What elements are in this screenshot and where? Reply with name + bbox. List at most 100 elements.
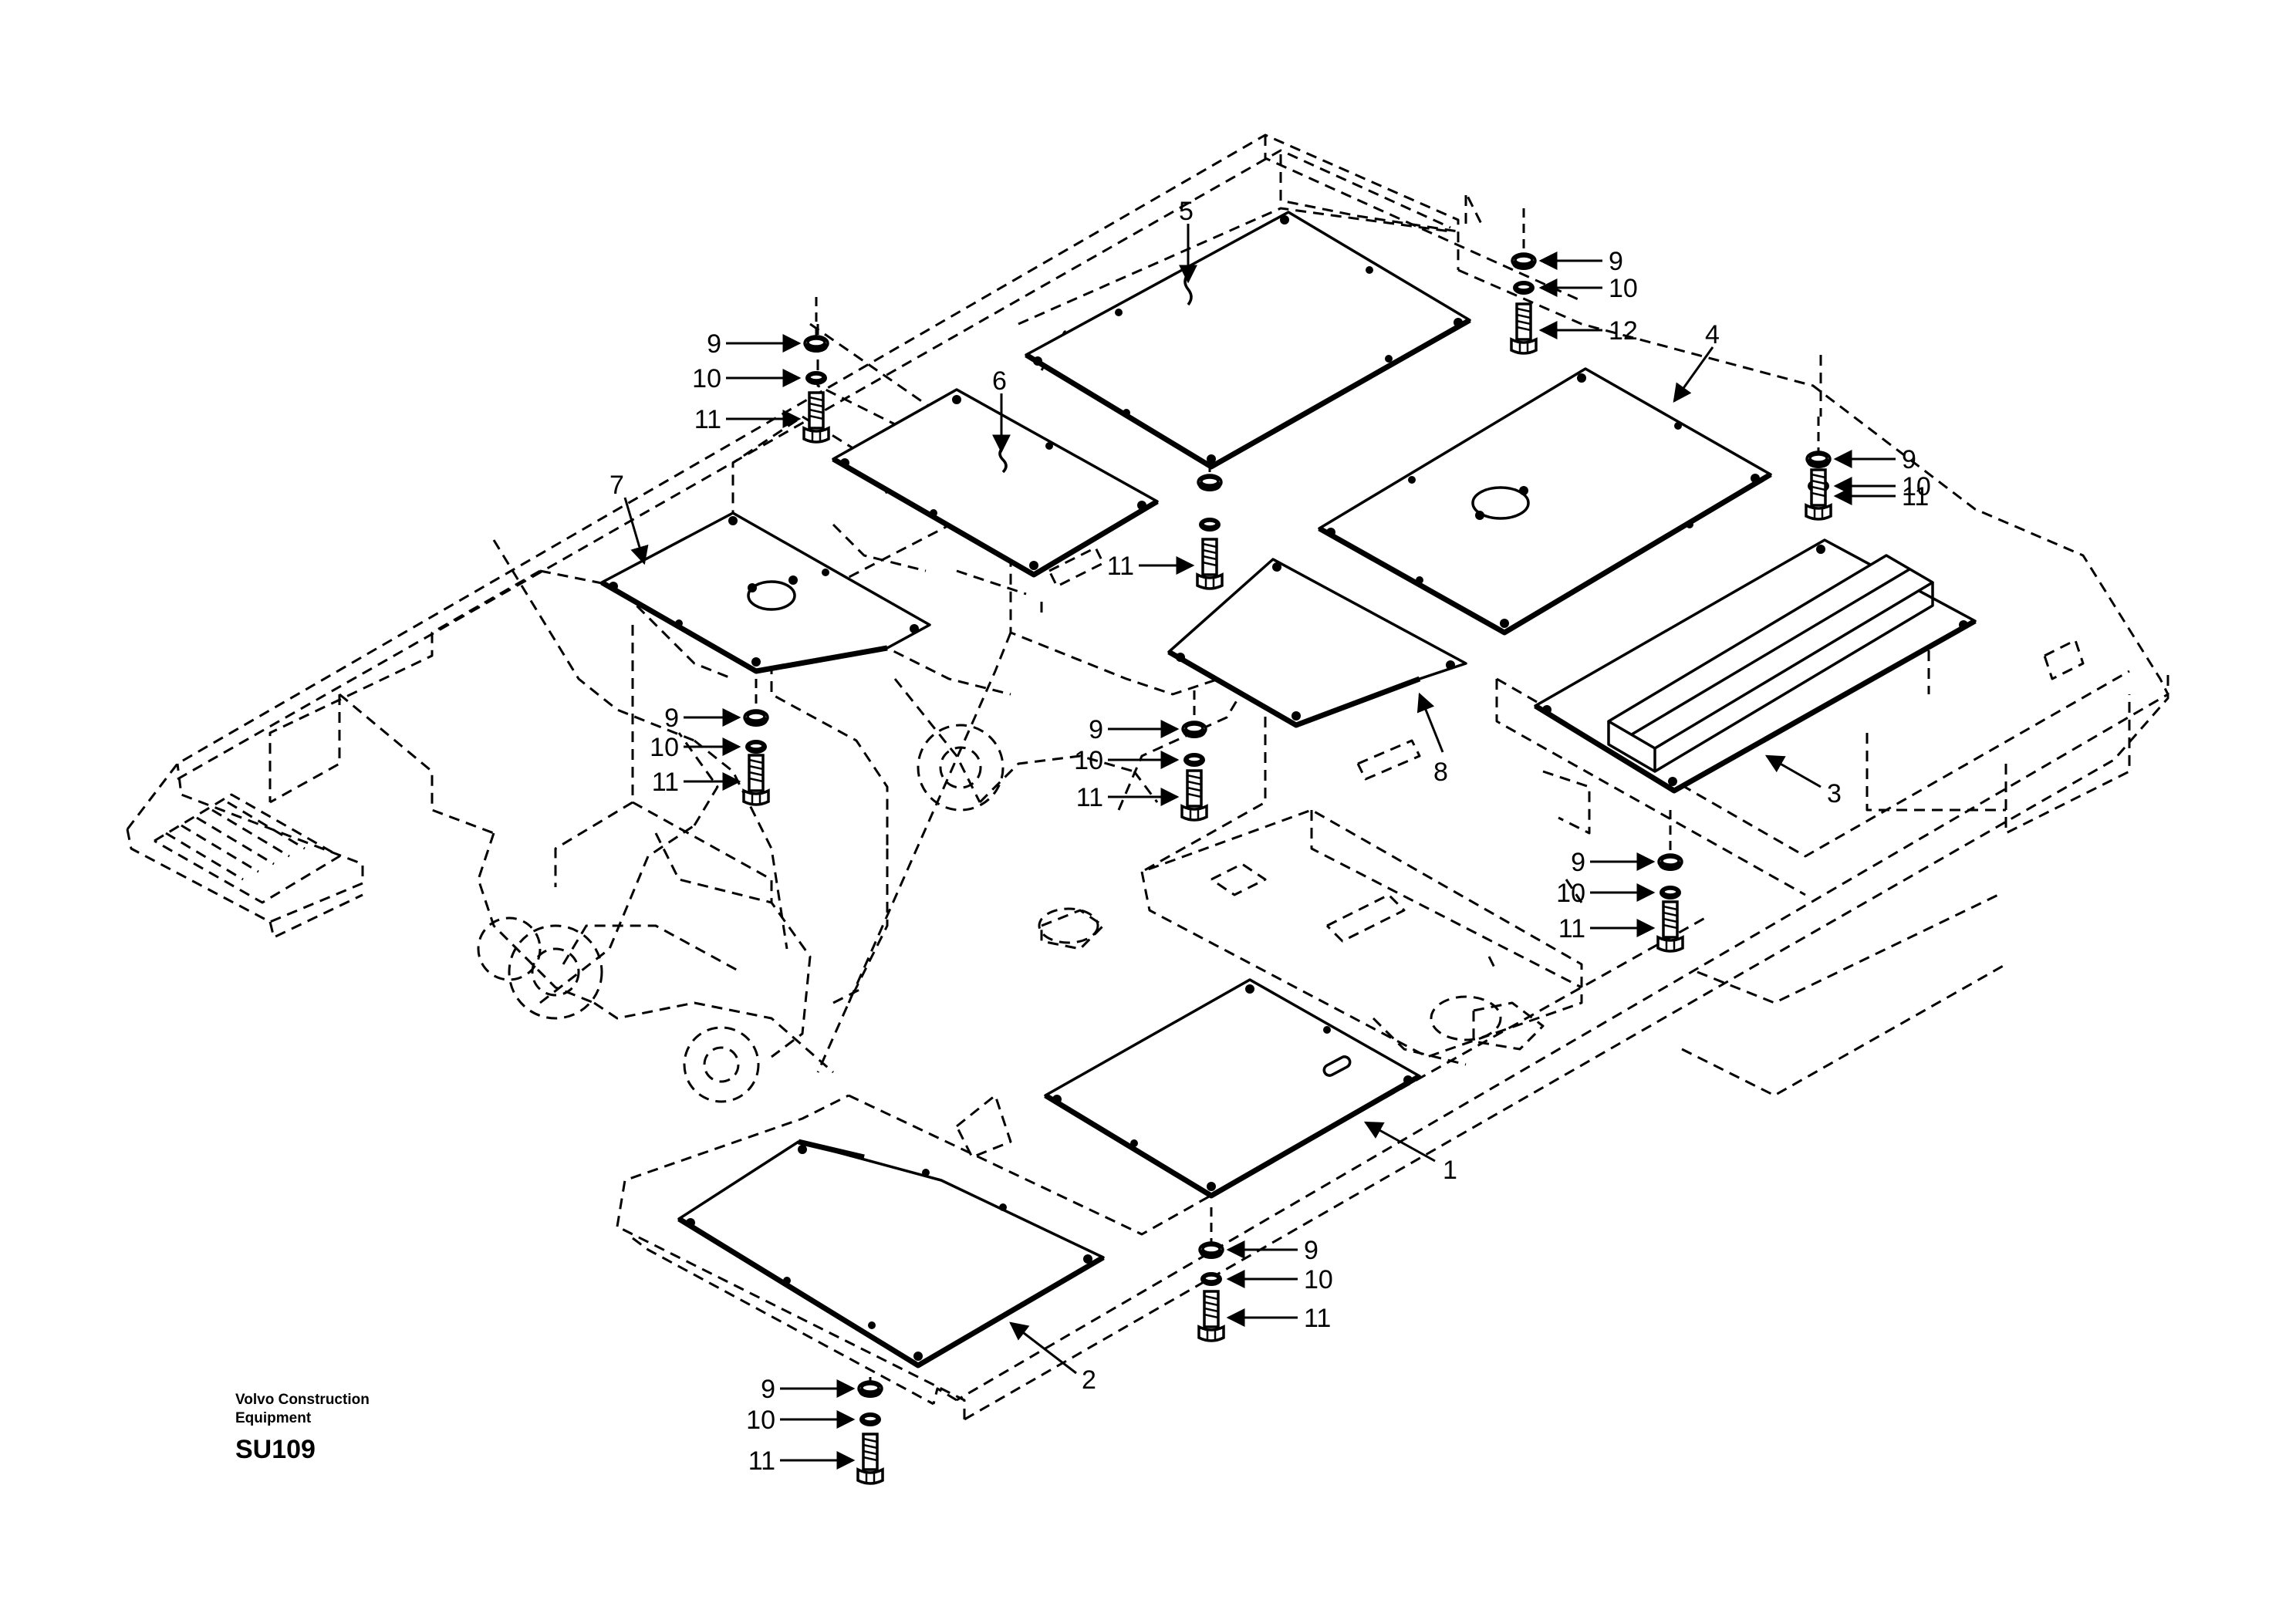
hardware-stack-right [1805, 451, 1832, 521]
lock-washer-center [1199, 518, 1221, 532]
callout-right-0-label: 9 [1902, 445, 1916, 474]
bolt-mid [1180, 769, 1208, 822]
callout-1: 1 [1363, 1121, 1457, 1185]
callout-center-2-label: 11 [1107, 552, 1134, 581]
radiator-grille [154, 793, 341, 904]
washer-bottomleft [857, 1380, 883, 1398]
callout-rightmid-2: 11 [1558, 914, 1656, 943]
callout-7: 7 [609, 471, 649, 565]
washer-left [743, 709, 769, 727]
callout-5-label: 5 [1179, 197, 1194, 226]
callout-mid-1: 10 [1074, 746, 1180, 775]
callout-rightmid-1: 10 [1556, 879, 1656, 908]
callout-topleft-1-label: 10 [692, 364, 721, 393]
callout-left-2-label: 11 [652, 768, 679, 797]
callout-topright-0: 9 [1538, 247, 1623, 276]
bolt-bottom [1197, 1290, 1225, 1342]
callout-bottom-1-label: 10 [1304, 1265, 1333, 1294]
callout-bottomleft-0-label: 9 [761, 1375, 775, 1404]
callout-topleft-2: 11 [694, 405, 802, 434]
callout-bottomleft-2-label: 11 [748, 1446, 775, 1476]
bolt-rightmid [1656, 900, 1684, 953]
callout-8-label: 8 [1433, 758, 1448, 787]
callout-bottom-0: 9 [1226, 1236, 1319, 1265]
callout-right-2: 11 [1833, 482, 1929, 511]
callout-3-label: 3 [1827, 779, 1842, 808]
callout-center-2: 11 [1107, 552, 1195, 581]
washer-rightmid [1657, 853, 1683, 871]
plate-6 [832, 388, 1159, 578]
callout-rightmid-0-label: 9 [1571, 848, 1585, 877]
callout-topright-1: 10 [1538, 274, 1638, 303]
lock-washer-bottom [1200, 1272, 1222, 1286]
callout-3: 3 [1764, 754, 1842, 808]
callout-8: 8 [1416, 692, 1448, 787]
callout-bottomleft-1-label: 10 [746, 1406, 775, 1435]
callout-5: 5 [1179, 197, 1197, 284]
callout-2-label: 2 [1082, 1365, 1096, 1395]
lock-washer-topright [1513, 281, 1535, 295]
callout-left-1: 10 [650, 733, 741, 762]
plate-7 [600, 511, 931, 674]
callout-4-label: 4 [1705, 320, 1720, 349]
plate-1 [1044, 978, 1421, 1199]
callout-bottomleft-0: 9 [761, 1375, 856, 1404]
callout-2: 2 [1009, 1321, 1096, 1395]
callout-bottom-0-label: 9 [1304, 1236, 1319, 1265]
lock-washer-left [745, 740, 767, 754]
callout-topleft-2-label: 11 [694, 405, 721, 434]
callout-rightmid-1-label: 10 [1556, 879, 1585, 908]
callout-6: 6 [992, 366, 1011, 454]
hardware-stack-topright [1510, 252, 1538, 355]
plate-8 [1167, 558, 1467, 728]
callout-4: 4 [1673, 320, 1720, 403]
hardware-stack-center [1196, 474, 1224, 590]
hardware-stack-rightmid [1656, 853, 1684, 953]
callout-bottom-1: 10 [1226, 1265, 1333, 1294]
callout-topleft-0-label: 9 [707, 329, 721, 359]
callout-right-1: 10 [1833, 472, 1931, 501]
plate-5 [1025, 211, 1471, 470]
callout-mid-2-label: 11 [1076, 783, 1103, 812]
plate-4 [1318, 367, 1772, 636]
callout-bottom-2-label: 11 [1304, 1304, 1331, 1333]
washer-bottom [1198, 1241, 1224, 1259]
part-3 [1534, 538, 1977, 794]
callout-topright-2: 12 [1538, 316, 1638, 346]
lock-washer-mid [1183, 753, 1205, 767]
bolt-topleft [802, 391, 830, 444]
callout-bottom-2: 11 [1226, 1304, 1331, 1333]
callout-right-2-label: 11 [1902, 482, 1929, 511]
callout-topright-0-label: 9 [1609, 247, 1623, 276]
callout-left-1-label: 10 [650, 733, 679, 762]
callout-mid-0-label: 9 [1089, 715, 1103, 744]
callout-bottomleft-2: 11 [748, 1446, 856, 1476]
callout-topleft-0: 9 [707, 329, 802, 359]
washer-topleft [803, 335, 829, 353]
callout-topleft-1: 10 [692, 364, 802, 393]
hardware-stack-mid [1180, 721, 1208, 822]
hardware-stack-left [742, 709, 770, 806]
bolt-topright [1510, 302, 1538, 355]
plate-2 [677, 1139, 1105, 1369]
bolt-center [1196, 538, 1224, 590]
lock-washer-bottomleft [859, 1412, 881, 1426]
callout-rightmid-0: 9 [1571, 848, 1656, 877]
callout-right-1-label: 10 [1902, 472, 1931, 501]
callout-mid-1-label: 10 [1074, 746, 1103, 775]
bolt-bottomleft [856, 1433, 884, 1485]
callout-1-label: 1 [1443, 1156, 1457, 1185]
washer-topright [1511, 252, 1537, 270]
washer-right [1805, 451, 1832, 468]
callout-topright-2-label: 12 [1609, 316, 1638, 346]
callout-mid-0: 9 [1089, 715, 1180, 744]
bolt-left [742, 754, 770, 806]
callout-rightmid-2-label: 11 [1558, 914, 1585, 943]
lock-washer-topleft [805, 371, 827, 385]
washer-mid [1181, 721, 1207, 738]
hardware-stack-bottomleft [856, 1380, 884, 1485]
lock-washer-rightmid [1660, 886, 1681, 899]
callout-bottomleft-1: 10 [746, 1406, 856, 1435]
callout-left-0: 9 [664, 704, 741, 733]
